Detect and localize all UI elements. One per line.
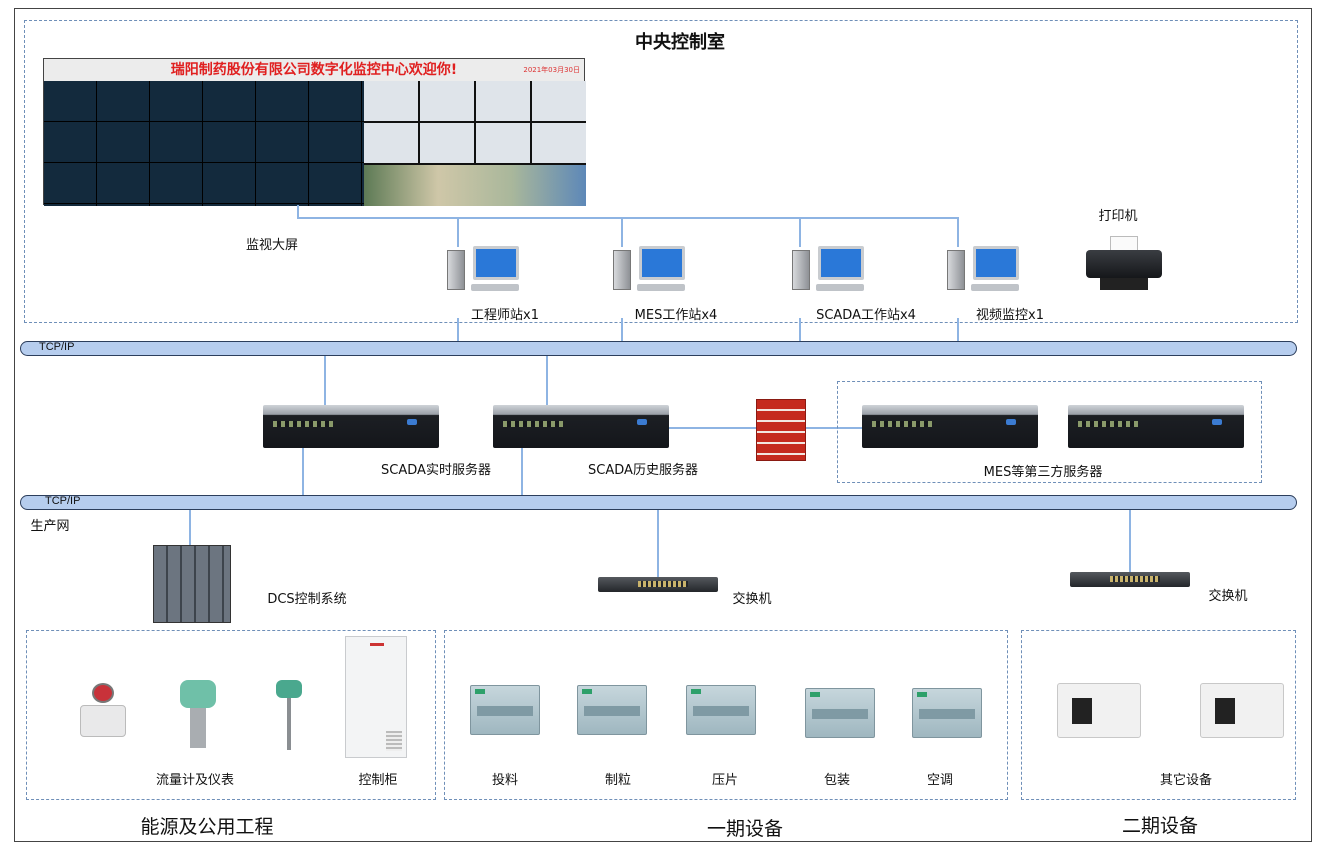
phase2-zone (1021, 630, 1296, 800)
dashboard-screens (44, 81, 364, 206)
link (457, 318, 459, 342)
workstation-icon (447, 246, 521, 292)
plc-icon (1057, 683, 1141, 738)
tcpip-bus-production: TCP/IP (20, 495, 1297, 510)
mes-server-icon (862, 405, 1038, 448)
diagram-frame (14, 8, 1312, 842)
scada-history-server-icon (493, 405, 669, 448)
link (1129, 510, 1131, 573)
meters-label: 流量计及仪表 (155, 773, 235, 788)
production-net-label: 生产网 (30, 519, 70, 534)
scada-history-label: SCADA历史服务器 (588, 463, 698, 478)
control-cabinet-icon (345, 636, 407, 758)
printer-label: 打印机 (1098, 209, 1138, 224)
pressure-transmitter-icon (176, 680, 220, 748)
utility-title: 能源及公用工程 (140, 816, 274, 838)
switch-label: 交换机 (732, 592, 772, 607)
link (189, 510, 191, 546)
video-wall-banner: 瑞阳制药股份有限公司数字化监控中心欢迎你! 2021年03月30日 (44, 59, 584, 81)
workstation-icon (947, 246, 1021, 292)
station-label: MES工作站x4 (634, 308, 718, 323)
plc-icon (1200, 683, 1284, 738)
link (546, 356, 548, 406)
phase1-title: 一期设备 (706, 818, 784, 840)
flowmeter-icon (80, 683, 126, 737)
link (621, 318, 623, 342)
mes-server-icon (1068, 405, 1244, 448)
equipment-label: 其它设备 (1159, 773, 1213, 788)
station-label: SCADA工作站x4 (816, 308, 916, 323)
plc-icon (912, 688, 982, 738)
tcpip-bus-top: TCP/IP (20, 341, 1297, 356)
station-label: 视频监控x1 (976, 308, 1044, 323)
level-sensor-icon (276, 680, 302, 750)
control-room-zone (24, 20, 1298, 323)
scada-realtime-label: SCADA实时服务器 (381, 463, 491, 478)
bus-label: TCP/IP (45, 495, 81, 507)
control-room-title: 中央控制室 (635, 32, 725, 53)
switch-icon (598, 577, 718, 592)
link (297, 205, 299, 219)
workstation-icon (792, 246, 866, 292)
dcs-controller-icon (153, 545, 231, 623)
video-wall: 瑞阳制药股份有限公司数字化监控中心欢迎你! 2021年03月30日 (43, 58, 586, 206)
link (621, 217, 623, 247)
link (799, 318, 801, 342)
dcs-label: DCS控制系统 (267, 592, 347, 607)
equipment-label: 空调 (926, 773, 954, 788)
workstation-icon (613, 246, 687, 292)
bus-label: TCP/IP (39, 341, 75, 353)
equipment-label: 投料 (491, 773, 519, 788)
firewall-icon (756, 399, 806, 461)
link (957, 318, 959, 342)
utility-zone (26, 630, 436, 800)
plc-icon (805, 688, 875, 738)
link (297, 217, 959, 219)
link (457, 217, 459, 247)
plc-icon (686, 685, 756, 735)
third-party-server-label: MES等第三方服务器 (983, 465, 1103, 480)
link (957, 217, 959, 247)
third-party-server-zone (837, 381, 1262, 483)
link (669, 427, 757, 429)
printer-icon (1086, 236, 1162, 291)
scada-realtime-server-icon (263, 405, 439, 448)
equipment-label: 制粒 (604, 773, 632, 788)
banner-text: 瑞阳制药股份有限公司数字化监控中心欢迎你! (170, 62, 458, 78)
switch-icon (1070, 572, 1190, 587)
plc-icon (470, 685, 540, 735)
link (799, 217, 801, 247)
camera-photo-row (364, 165, 586, 206)
video-wall-label: 监视大屏 (245, 238, 299, 253)
phase1-zone (444, 630, 1008, 800)
link (521, 448, 523, 496)
switch-label: 交换机 (1208, 589, 1248, 604)
link (657, 510, 659, 578)
plc-icon (577, 685, 647, 735)
banner-date: 2021年03月30日 (523, 66, 580, 74)
link (324, 356, 326, 406)
link (302, 448, 304, 496)
equipment-label: 压片 (711, 773, 739, 788)
equipment-label: 包装 (823, 773, 851, 788)
station-label: 工程师站x1 (471, 308, 539, 323)
phase2-title: 二期设备 (1121, 815, 1199, 837)
cabinet-label: 控制柜 (358, 773, 398, 788)
link (805, 427, 863, 429)
